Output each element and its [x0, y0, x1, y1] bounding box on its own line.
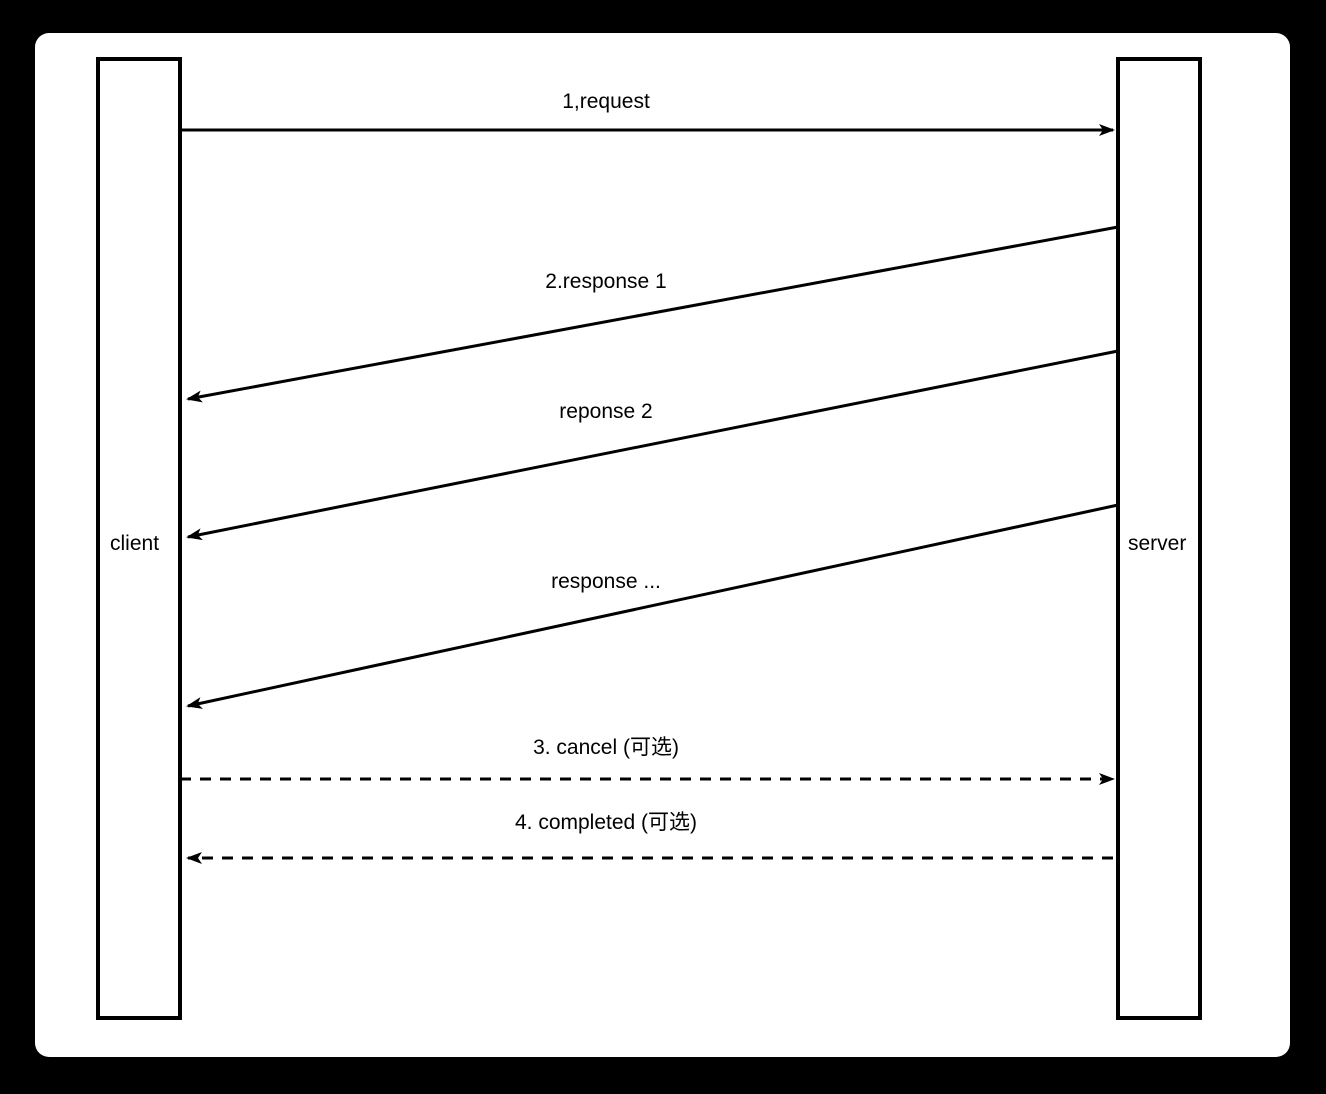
message-label-1-request: 1,request	[562, 90, 650, 113]
message-label-4-completed: 4. completed (可选)	[514, 811, 698, 834]
actor-box-server	[1116, 57, 1202, 1020]
actor-label-client: client	[110, 532, 160, 555]
message-label-2-response-1: 2.response 1	[545, 270, 667, 293]
message-label-reponse-2: reponse 2	[559, 400, 653, 423]
actor-label-server: server	[1128, 532, 1187, 555]
message-arrow-2-response-1	[186, 225, 1119, 403]
message-arrow-response-more	[186, 503, 1119, 709]
message-arrow-reponse-2	[186, 349, 1119, 541]
message-label-response-more: response ...	[551, 570, 661, 593]
diagram-canvas	[35, 33, 1290, 1057]
actor-box-client	[96, 57, 182, 1020]
message-label-3-cancel: 3. cancel (可选)	[533, 736, 679, 759]
